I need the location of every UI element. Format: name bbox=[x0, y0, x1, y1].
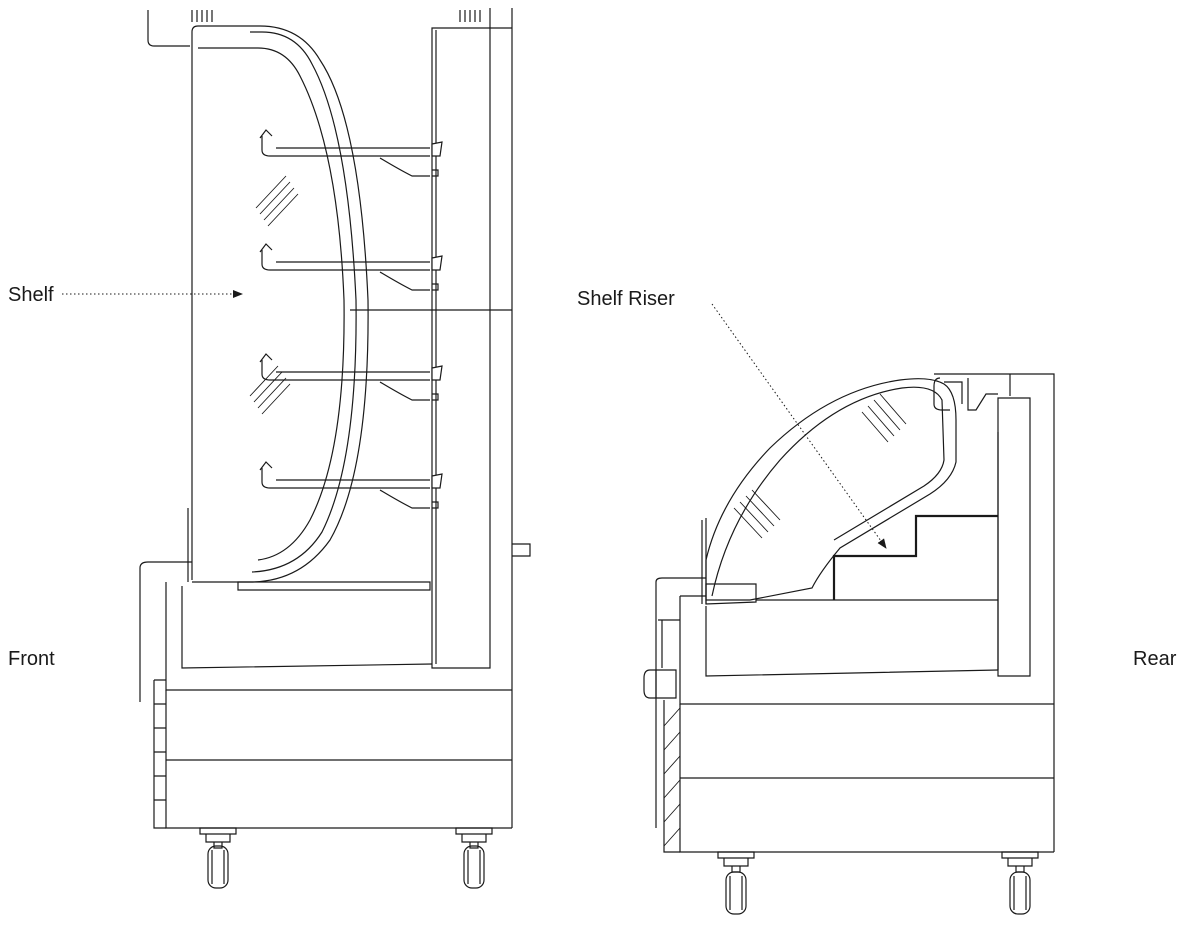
front-shelf-3 bbox=[260, 354, 442, 400]
rear-kick-hatch bbox=[664, 700, 680, 852]
front-shelf-2 bbox=[260, 244, 442, 290]
caster-front-right bbox=[456, 828, 492, 888]
glass-hatch-rear-lower bbox=[734, 490, 780, 538]
side-knob bbox=[644, 670, 676, 698]
caster-rear-right bbox=[1002, 852, 1038, 914]
glass-hatch-front-lower bbox=[250, 366, 290, 414]
glass-hatch-front-upper bbox=[256, 176, 298, 226]
glass-hatch-rear-upper bbox=[862, 394, 906, 442]
caster-rear-left bbox=[718, 852, 754, 914]
vent-left bbox=[192, 10, 212, 22]
shelf-riser-steps bbox=[756, 516, 998, 600]
shelf-riser-leader-line bbox=[712, 304, 886, 548]
top-handle bbox=[934, 378, 998, 410]
front-shelf-1 bbox=[260, 130, 442, 176]
caster-front-left bbox=[200, 828, 236, 888]
front-view-cabinet bbox=[140, 8, 530, 888]
vent-right bbox=[460, 10, 480, 22]
front-kick-plates bbox=[154, 680, 166, 828]
rear-view-cabinet bbox=[644, 374, 1054, 914]
